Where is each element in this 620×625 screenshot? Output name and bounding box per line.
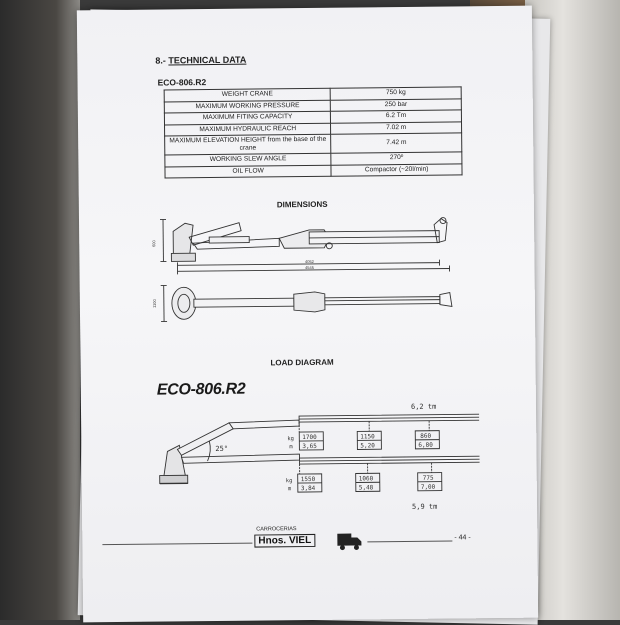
- capacity-bottom-label: 5,9 tm: [412, 503, 437, 511]
- lower-m-value: 7,00: [421, 484, 436, 491]
- crane-top-view-drawing: 1100: [150, 278, 471, 331]
- dim-width-label: 1100: [152, 299, 157, 308]
- dim-reach2-label: 4545: [305, 265, 315, 270]
- upper-kg-value: 860: [420, 433, 431, 440]
- section-title: TECHNICAL DATA: [168, 55, 246, 66]
- page-number: - 44 -: [454, 534, 470, 541]
- lower-unit-m: m: [288, 486, 292, 492]
- spec-label: MAXIMUM ELEVATION HEIGHT from the base o…: [165, 134, 332, 155]
- crane-side-view-drawing: 600 4052 4545: [149, 206, 470, 279]
- model-name: ECO-806.R2: [158, 77, 207, 88]
- section-number: 8.-: [155, 55, 166, 65]
- lower-kg-value: 1060: [359, 475, 374, 482]
- technical-data-table: WEIGHT CRANE 750 kg MAXIMUM WORKING PRES…: [164, 86, 463, 178]
- document-page: 8.- TECHNICAL DATA ECO-806.R2 WEIGHT CRA…: [77, 6, 538, 623]
- logo-main-text: Hnos. VIEL: [254, 534, 315, 548]
- upper-m-value: 5,20: [360, 442, 375, 449]
- lower-m-value: 3,84: [301, 485, 316, 492]
- upper-kg-value: 1150: [360, 433, 375, 440]
- upper-unit-m: m: [289, 444, 293, 450]
- load-diagram-model: ECO-806.R2: [157, 381, 246, 400]
- spec-row: OIL FLOW Compactor (~20l/min): [165, 163, 462, 178]
- footer-rule-right: [367, 540, 452, 542]
- upper-kg-value: 1700: [302, 434, 317, 441]
- logo-top-text: CARROCERIAS: [256, 526, 296, 532]
- spec-value: Compactor (~20l/min): [331, 163, 462, 176]
- upper-unit-kg: kg: [287, 436, 294, 442]
- section-heading: 8.- TECHNICAL DATA: [155, 55, 246, 66]
- spec-label: OIL FLOW: [165, 165, 331, 178]
- lower-m-value: 5,48: [359, 484, 374, 491]
- company-logo: CARROCERIAS Hnos. VIEL: [252, 523, 362, 560]
- spec-value: 7.42 m: [331, 133, 462, 153]
- footer-rule-left: [102, 543, 252, 546]
- upper-m-value: 3,65: [302, 443, 317, 450]
- upper-m-value: 6,80: [418, 442, 433, 449]
- background-left: [0, 0, 80, 620]
- lower-kg-value: 1550: [301, 476, 316, 483]
- truck-icon: [336, 529, 362, 551]
- load-diagram-title: LOAD DIAGRAM: [270, 358, 333, 368]
- load-diagram-drawing: 6,2 tm 5,9 tm 25° kg m kg m 1700 3,65 11…: [149, 398, 480, 513]
- capacity-top-label: 6,2 tm: [411, 403, 436, 411]
- dim-reach1-label: 4052: [305, 259, 315, 264]
- dim-height-label: 600: [151, 239, 156, 247]
- lower-kg-value: 775: [423, 475, 434, 482]
- angle-label: 25°: [215, 445, 228, 453]
- lower-unit-kg: kg: [286, 478, 293, 484]
